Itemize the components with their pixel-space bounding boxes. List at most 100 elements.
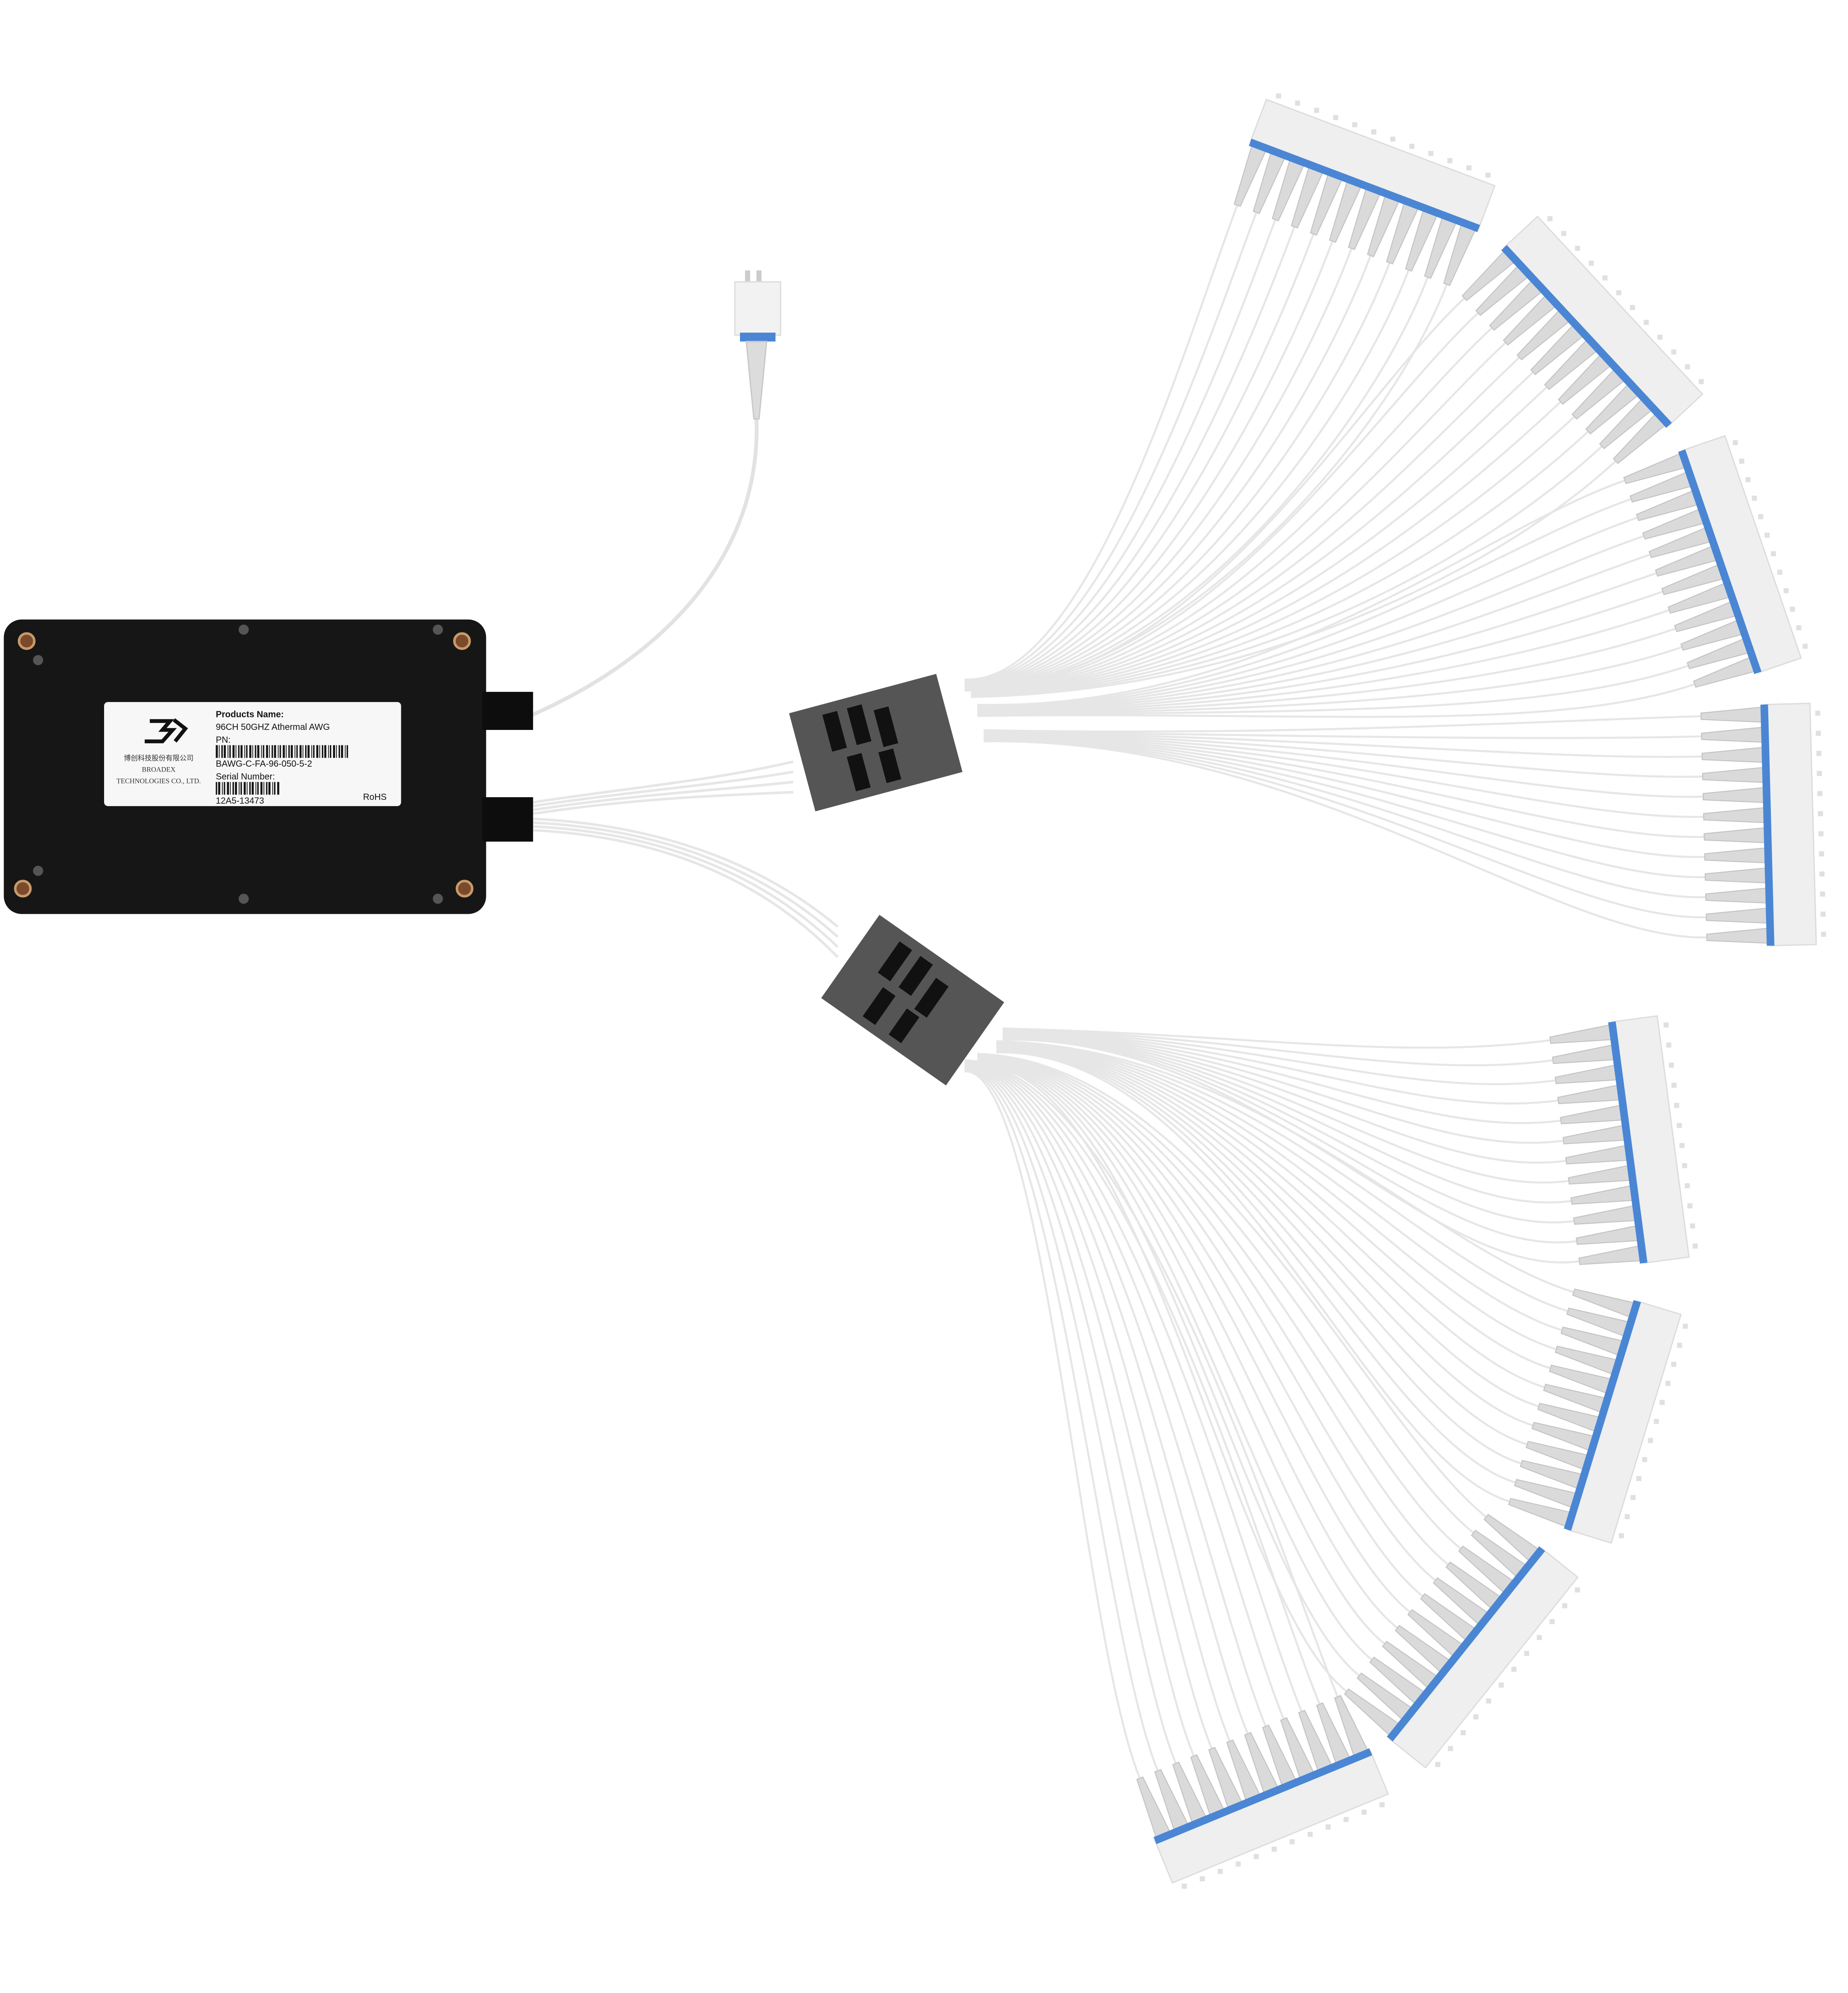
fiber [971,445,1603,697]
connector-latch [1428,151,1433,156]
connector-blue-band [1501,245,1672,428]
fiber [996,1041,1569,1312]
barcode-bar [324,745,326,758]
connector-boot [1701,746,1767,763]
barcode-bar [263,782,264,795]
barcode-bar [313,745,315,758]
fiber [996,1043,1557,1350]
barcode-bar [279,745,281,758]
trunk-fiber [533,821,839,938]
connector-latch [1771,551,1776,556]
connector-latch [1677,1123,1682,1128]
connector-latch [1819,851,1824,857]
fiber [984,735,1705,838]
fiber [977,628,1676,714]
connector-boot [1702,787,1767,803]
barcode-bar [235,782,237,795]
connector-latch [1624,1514,1630,1520]
fiber [971,371,1534,692]
barcode-bar [269,745,270,758]
connector-latch [1648,1438,1653,1443]
fiber [1003,1031,1561,1124]
fiber [996,1049,1522,1465]
connector-latch [1693,1243,1698,1249]
connector-housing [1389,1547,1579,1769]
trunk-fiber [533,780,794,811]
barcode-bar [244,782,246,795]
connector-latch [1777,570,1782,575]
barcode-bar [278,745,279,758]
fanout-block-upper [789,674,963,812]
connector-blue-band [1564,1300,1641,1531]
connector-array [1233,93,1496,286]
connector-boot [1706,927,1771,944]
fiber [977,664,1689,716]
fiber [1003,1034,1569,1184]
connector-boot [1701,726,1766,743]
connector-latch [1524,1651,1530,1656]
fiber [996,1047,1534,1427]
connector-latch [1690,1223,1695,1229]
barcode-bar [302,745,303,758]
fiber [965,219,1277,682]
barcode-bar [224,782,225,795]
barcode-bar [266,782,267,795]
fiber [996,1042,1563,1331]
fiber [977,1064,1348,1693]
fiber [996,1040,1574,1293]
company-name-cn: 博创科技股份有限公司 [124,754,194,762]
connector-boot [1562,1124,1628,1144]
fiber [977,1053,1487,1518]
fiber [977,1059,1411,1613]
fiber [971,312,1479,688]
barcode-bar [322,745,323,758]
connector-latch [1654,1419,1659,1424]
connector-latch [1821,931,1826,937]
connector-latch [1561,231,1566,236]
barcode-bar [222,782,223,795]
connector-latch [1643,320,1649,325]
fiber [1003,1032,1564,1144]
fiber [965,1066,1213,1749]
barcode-bar [266,745,268,758]
connector-latch [1666,1042,1671,1048]
barcode-bar [283,745,285,758]
connector-latch [1485,172,1491,178]
barcode-bar [249,782,251,795]
connector-latch [1674,1103,1679,1108]
connector-latch [1817,771,1822,776]
connector-latch [1816,751,1821,756]
input-connector [734,270,782,420]
fiber [1003,1035,1572,1204]
fiber [965,1067,1195,1756]
connector-latch [1816,730,1821,736]
connector-array [1136,1694,1389,1889]
fiber [965,240,1334,686]
connector-latch [1290,1839,1295,1845]
fiber [965,1059,1339,1698]
connector-latch [1657,334,1663,340]
connector-boot [1704,847,1769,864]
connector-latch [1466,165,1472,171]
connector-latch [1751,496,1757,501]
fiber [984,731,1702,758]
connector-latch [1447,158,1453,163]
fiber [984,733,1704,798]
fiber [977,1061,1386,1645]
trunk-fiber [533,791,794,815]
connector-blue-band [1249,139,1480,233]
barcode-bar [333,745,335,758]
connector-latch [1448,1746,1453,1751]
barcode-bar [329,745,332,758]
connector-latch [1352,122,1357,128]
barcode-bar [272,782,273,795]
barcode-bar [240,745,243,758]
barcode-bar [345,745,346,758]
connector-boot [1554,1064,1620,1084]
connector-latch [1371,129,1376,135]
connector-latch [1435,1762,1441,1767]
barcode-bar [263,745,264,758]
fiber [965,205,1239,681]
fiber [996,1046,1539,1408]
fiber [977,1056,1449,1566]
